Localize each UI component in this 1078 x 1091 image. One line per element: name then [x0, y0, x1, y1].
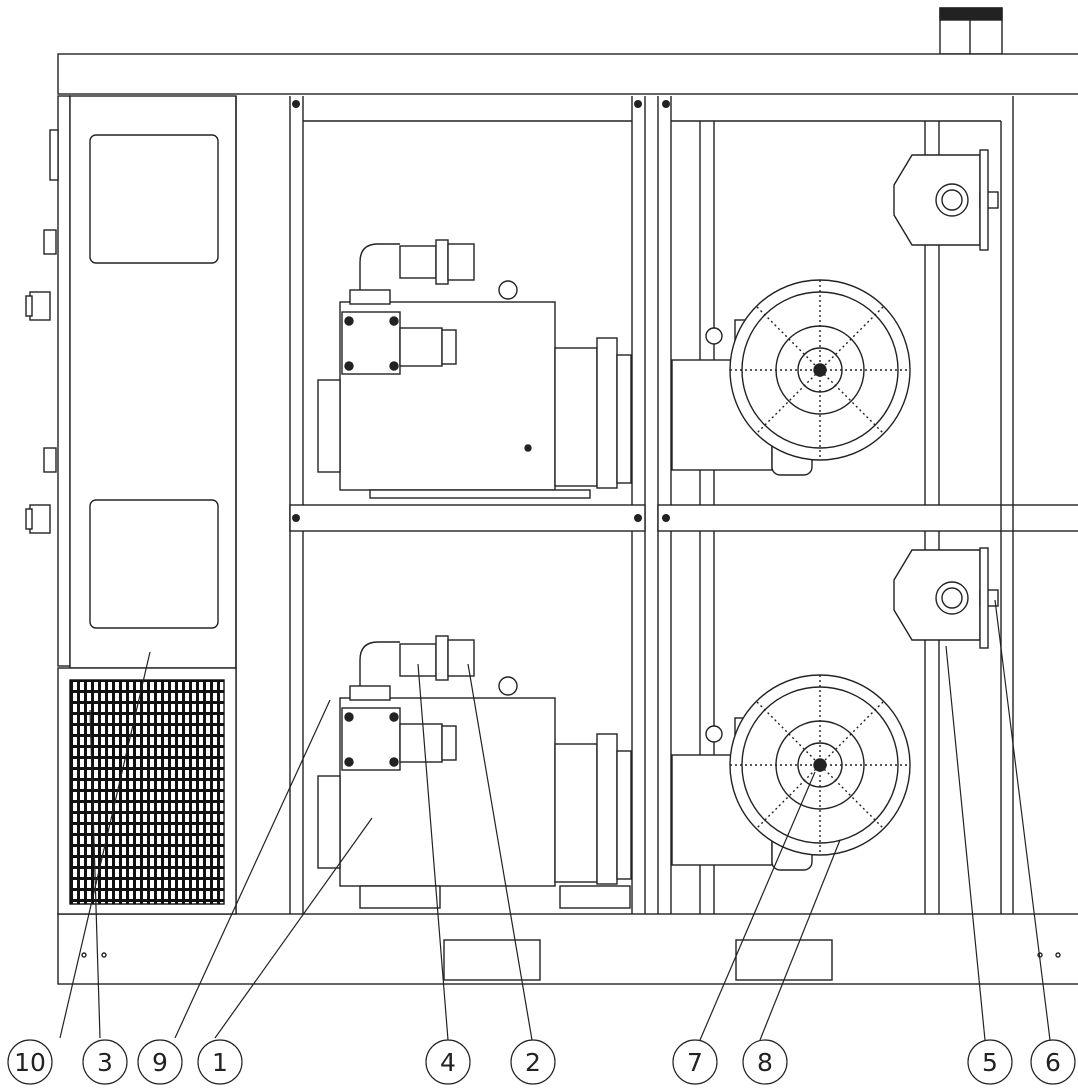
- air-inlet-grille: [57, 667, 237, 915]
- callout-6: 6: [1030, 1039, 1076, 1085]
- callout-3: 3: [82, 1039, 128, 1085]
- compressor-bay: [289, 96, 1078, 914]
- base-frame: [57, 913, 1078, 985]
- filter-housing-lower: [893, 547, 999, 649]
- callout-7: 7: [672, 1039, 718, 1085]
- callout-5: 5: [967, 1039, 1013, 1085]
- svg-text:10: 10: [14, 1048, 46, 1077]
- roof-beam: [57, 53, 1078, 95]
- compressor-unit-lower: [317, 635, 632, 909]
- svg-text:2: 2: [525, 1048, 541, 1077]
- motor-fan-lower: [671, 674, 911, 871]
- callout-9: 9: [137, 1039, 183, 1085]
- svg-text:5: 5: [982, 1048, 998, 1077]
- callout-10: 10: [7, 1039, 53, 1085]
- control-panel: [25, 95, 237, 914]
- compressor-unit-upper: [317, 239, 632, 499]
- exhaust-stack: [939, 7, 1003, 55]
- svg-text:9: 9: [152, 1048, 168, 1077]
- callout-1: 1: [197, 1039, 243, 1085]
- svg-text:3: 3: [97, 1048, 113, 1077]
- filter-housing-upper: [893, 149, 999, 251]
- svg-text:1: 1: [212, 1048, 228, 1077]
- svg-text:7: 7: [687, 1048, 703, 1077]
- motor-fan-upper: [671, 279, 911, 476]
- svg-text:8: 8: [757, 1048, 773, 1077]
- leader-lines: [59, 599, 1051, 1041]
- callout-4: 4: [425, 1039, 471, 1085]
- svg-text:4: 4: [440, 1048, 456, 1077]
- callout-8: 8: [742, 1039, 788, 1085]
- callout-2: 2: [510, 1039, 556, 1085]
- svg-text:6: 6: [1045, 1048, 1061, 1077]
